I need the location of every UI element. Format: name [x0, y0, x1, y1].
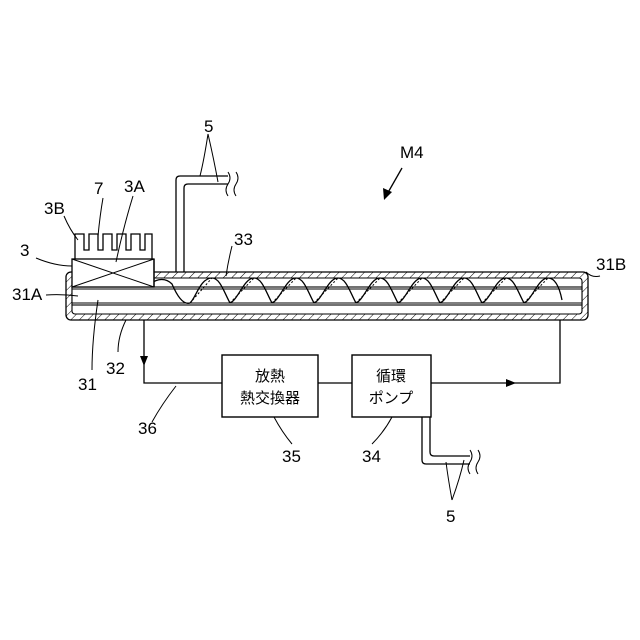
pump-box: 循環 ポンプ	[352, 355, 431, 417]
label-36: 36	[138, 419, 157, 438]
heat-exchanger-line2: 熱交換器	[240, 389, 300, 407]
heater-block	[72, 259, 154, 287]
pump-line2: ポンプ	[369, 389, 414, 407]
label-5-top: 5	[204, 117, 213, 136]
circulation-loop	[140, 320, 560, 387]
label-7: 7	[94, 179, 103, 198]
pipe-top	[176, 172, 238, 272]
label-3: 3	[20, 241, 29, 260]
label-31: 31	[78, 375, 97, 394]
label-32: 32	[106, 359, 125, 378]
heat-sink-fins	[75, 234, 152, 259]
label-5-bottom: 5	[446, 507, 455, 526]
label-3A: 3A	[124, 177, 145, 196]
label-31A: 31A	[12, 285, 43, 304]
label-35: 35	[282, 447, 301, 466]
label-31B: 31B	[596, 255, 626, 274]
inner-tube	[72, 287, 582, 305]
label-33: 33	[234, 230, 253, 249]
figure-label: M4	[400, 143, 424, 162]
label-34: 34	[362, 447, 381, 466]
heat-exchanger-line1: 放熱	[255, 367, 285, 385]
pump-line1: 循環	[376, 367, 406, 385]
heat-exchanger-box: 放熱 熱交換器	[222, 355, 318, 417]
pipe-bottom	[422, 417, 480, 474]
label-3B: 3B	[44, 199, 65, 218]
